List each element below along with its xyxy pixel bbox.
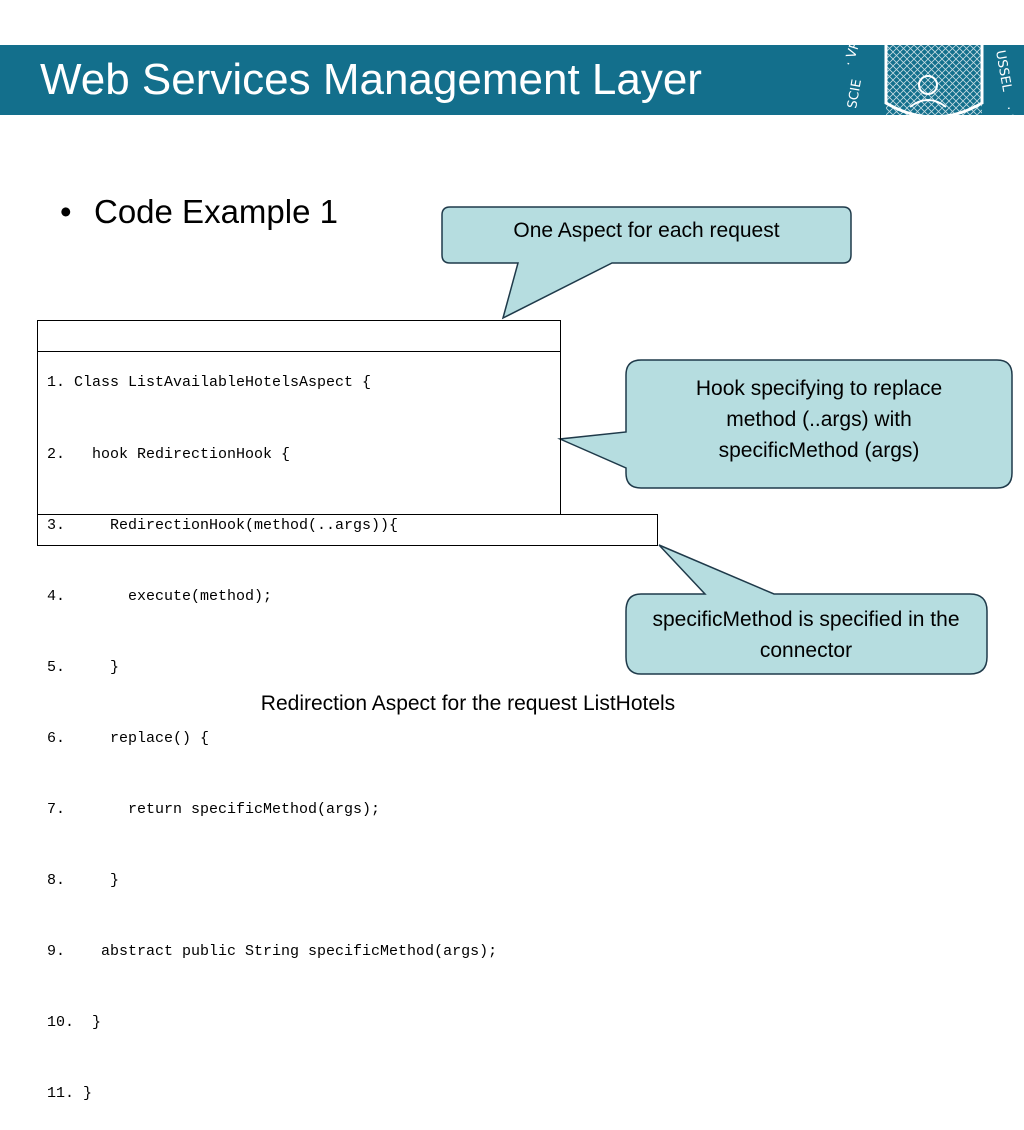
callout-aspect-shape — [441, 206, 852, 320]
code-line-11: 11. } — [47, 1085, 93, 1103]
slide-title: Web Services Management Layer — [40, 55, 702, 104]
code-line-10: 10. } — [47, 1014, 102, 1032]
bullet-item: • Code Example 1 — [60, 190, 338, 234]
code-listing: 1. Class ListAvailableHotelsAspect { 2. … — [37, 324, 497, 1130]
callout-specific-outline — [625, 544, 988, 675]
bullet-dot-icon: • — [60, 193, 72, 230]
slide-caption: Redirection Aspect for the request ListH… — [260, 692, 676, 715]
code-line-1: 1. Class ListAvailableHotelsAspect { — [47, 374, 372, 392]
code-line-7: 7. return specificMethod(args); — [47, 800, 381, 818]
code-line-6: 6. replace() { — [47, 729, 210, 747]
callout-hook-shape — [557, 359, 1013, 489]
code-box-abstract — [37, 514, 658, 546]
callout-specific-text: specificMethod is specified in the conne… — [652, 608, 960, 662]
code-line-9: 9. abstract public String specificMethod… — [47, 943, 498, 961]
code-line-2: 2. hook RedirectionHook { — [47, 445, 291, 463]
code-line-3: 3. RedirectionHook(method(..args)){ — [47, 516, 399, 534]
callout-hook-text: Hook specifying to replace method (..arg… — [695, 377, 943, 462]
seal-text-left-2: SCIE — [845, 78, 865, 110]
callout-aspect-text: One Aspect for each request — [513, 219, 780, 242]
seal-text-right: USSEL — [992, 49, 1014, 93]
seal-text-right-2: · S — [1000, 105, 1018, 115]
bullet-text: Code Example 1 — [94, 193, 338, 230]
seal-icon: · VRI SCIE USSEL · S — [830, 45, 1024, 115]
university-seal-logo: · VRI SCIE USSEL · S — [830, 45, 1024, 115]
code-line-8: 8. } — [47, 872, 120, 890]
callout-specific-shape — [626, 594, 987, 674]
code-line-4: 4. execute(method); — [47, 587, 273, 605]
callout-shapes — [441, 206, 1013, 675]
code-line-5: 5. } — [47, 658, 120, 676]
